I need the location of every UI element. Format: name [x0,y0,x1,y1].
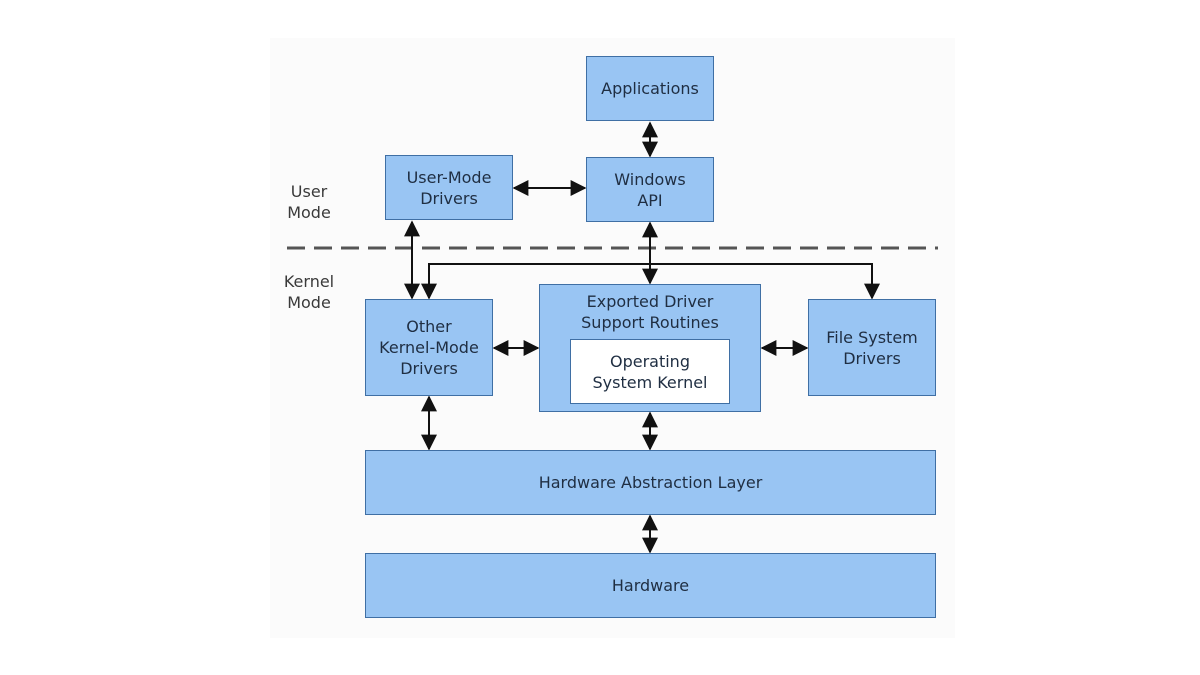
operating-system-kernel-box: Operating System Kernel [570,339,730,404]
hardware-box: Hardware [365,553,936,618]
windows-api-box: Windows API [586,157,714,222]
user-mode-label: User Mode [287,182,331,222]
bus-connector-kernel-to-filesystem [421,263,880,300]
user-mode-drivers-box: User-Mode Drivers [385,155,513,220]
applications-box: Applications [586,56,714,121]
other-kernel-mode-drivers-box: Other Kernel-Mode Drivers [365,299,493,396]
hardware-abstraction-layer-box: Hardware Abstraction Layer [365,450,936,515]
kernel-mode-label: Kernel Mode [283,272,335,312]
file-system-drivers-box: File System Drivers [808,299,936,396]
